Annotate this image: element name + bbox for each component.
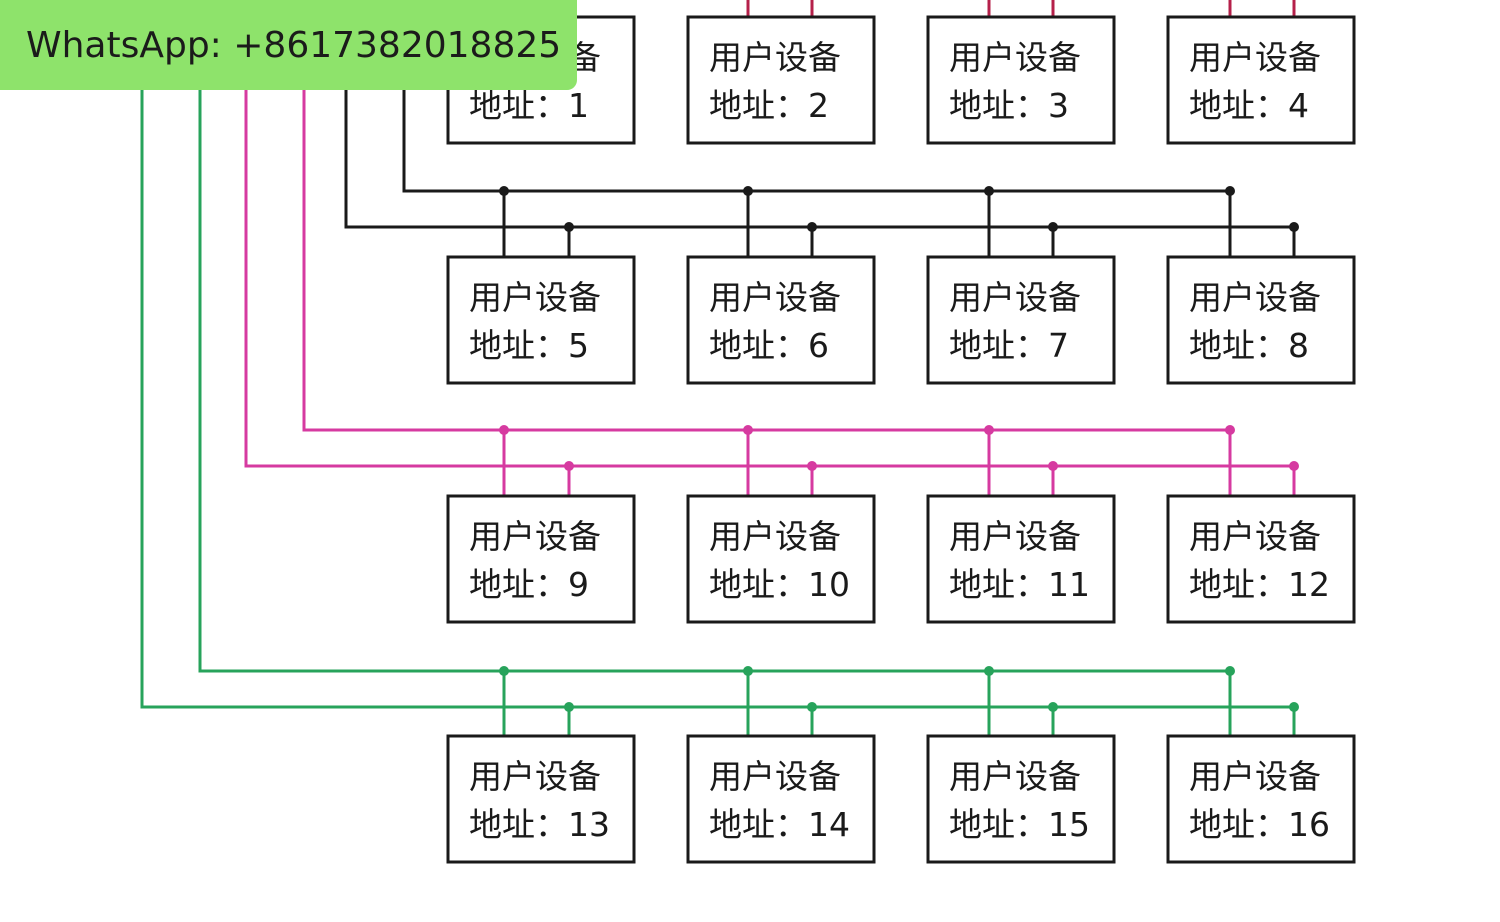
device-label: 用户设备: [469, 517, 601, 556]
device-label: 用户设备: [469, 757, 601, 796]
device-box: [686, 494, 876, 624]
device-box: [686, 734, 876, 864]
bus-magenta-junction-b: [1289, 461, 1299, 471]
device-label: 用户设备: [1189, 517, 1321, 556]
bus-magenta-junction-b: [1048, 461, 1058, 471]
whatsapp-contact-banner: WhatsApp: +8617382018825: [0, 0, 577, 90]
bus-black-junction-b: [807, 222, 817, 232]
bus-black-junction-a: [743, 186, 753, 196]
bus-magenta-junction-a: [743, 425, 753, 435]
bus-green-line-b: [140, 0, 1294, 709]
device-label: 用户设备: [469, 278, 601, 317]
device-address: 地址：12: [1189, 565, 1330, 604]
device-box: [926, 255, 1116, 385]
device-label: 用户设备: [1189, 757, 1321, 796]
device-address: 地址：11: [949, 565, 1090, 604]
device-address: 地址：13: [469, 805, 610, 844]
bus-magenta-junction-a: [499, 425, 509, 435]
device-address: 地址：6: [709, 326, 829, 365]
bus-green-junction-a: [743, 666, 753, 676]
bus-green-junction-a: [499, 666, 509, 676]
device-box: [1166, 15, 1356, 145]
device-label: 用户设备: [709, 278, 841, 317]
device-label: 用户设备: [709, 517, 841, 556]
device-label: 用户设备: [949, 517, 1081, 556]
bus-magenta-junction-b: [564, 461, 574, 471]
device-address: 地址：4: [1189, 86, 1309, 125]
device-box: [926, 734, 1116, 864]
bus-magenta-junction-a: [1225, 425, 1235, 435]
device-address: 地址：14: [709, 805, 850, 844]
bus-green-junction-b: [1048, 702, 1058, 712]
device-address: 地址：7: [949, 326, 1069, 365]
device-box: [446, 734, 636, 864]
device-address: 地址：1: [469, 86, 589, 125]
bus-black-junction-b: [1289, 222, 1299, 232]
device-address: 地址：2: [709, 86, 829, 125]
device-address: 地址：5: [469, 326, 589, 365]
device-box: [446, 494, 636, 624]
device-label: 用户设备: [709, 38, 841, 77]
device-box: [686, 15, 876, 145]
device-box: [1166, 494, 1356, 624]
device-address: 地址：3: [949, 86, 1069, 125]
bus-magenta-junction-a: [984, 425, 994, 435]
device-address: 地址：9: [469, 565, 589, 604]
bus-magenta-junction-b: [807, 461, 817, 471]
bus-green-junction-b: [807, 702, 817, 712]
bus-black-junction-a: [984, 186, 994, 196]
bus-green-junction-b: [564, 702, 574, 712]
bus-green-junction-a: [984, 666, 994, 676]
device-box: [686, 255, 876, 385]
bus-black-junction-a: [499, 186, 509, 196]
device-box: [1166, 255, 1356, 385]
device-address: 地址：15: [949, 805, 1090, 844]
bus-black-junction-b: [1048, 222, 1058, 232]
device-box: [1166, 734, 1356, 864]
bus-green-junction-a: [1225, 666, 1235, 676]
device-address: 地址：16: [1189, 805, 1330, 844]
device-label: 用户设备: [949, 278, 1081, 317]
device-label: 用户设备: [949, 757, 1081, 796]
bus-black-junction-b: [564, 222, 574, 232]
device-label: 用户设备: [1189, 38, 1321, 77]
device-box: [926, 494, 1116, 624]
device-label: 用户设备: [949, 38, 1081, 77]
device-address: 地址：8: [1189, 326, 1309, 365]
device-box: [926, 15, 1116, 145]
device-label: 用户设备: [1189, 278, 1321, 317]
device-box: [446, 255, 636, 385]
bus-green-line-a: [198, 0, 1230, 673]
whatsapp-contact-text: WhatsApp: +8617382018825: [26, 24, 562, 66]
bus-magenta-line-b: [244, 0, 1294, 468]
bus-green-junction-b: [1289, 702, 1299, 712]
device-label: 用户设备: [709, 757, 841, 796]
bus-magenta-line-a: [302, 0, 1230, 432]
device-address: 地址：10: [709, 565, 850, 604]
bus-black-junction-a: [1225, 186, 1235, 196]
